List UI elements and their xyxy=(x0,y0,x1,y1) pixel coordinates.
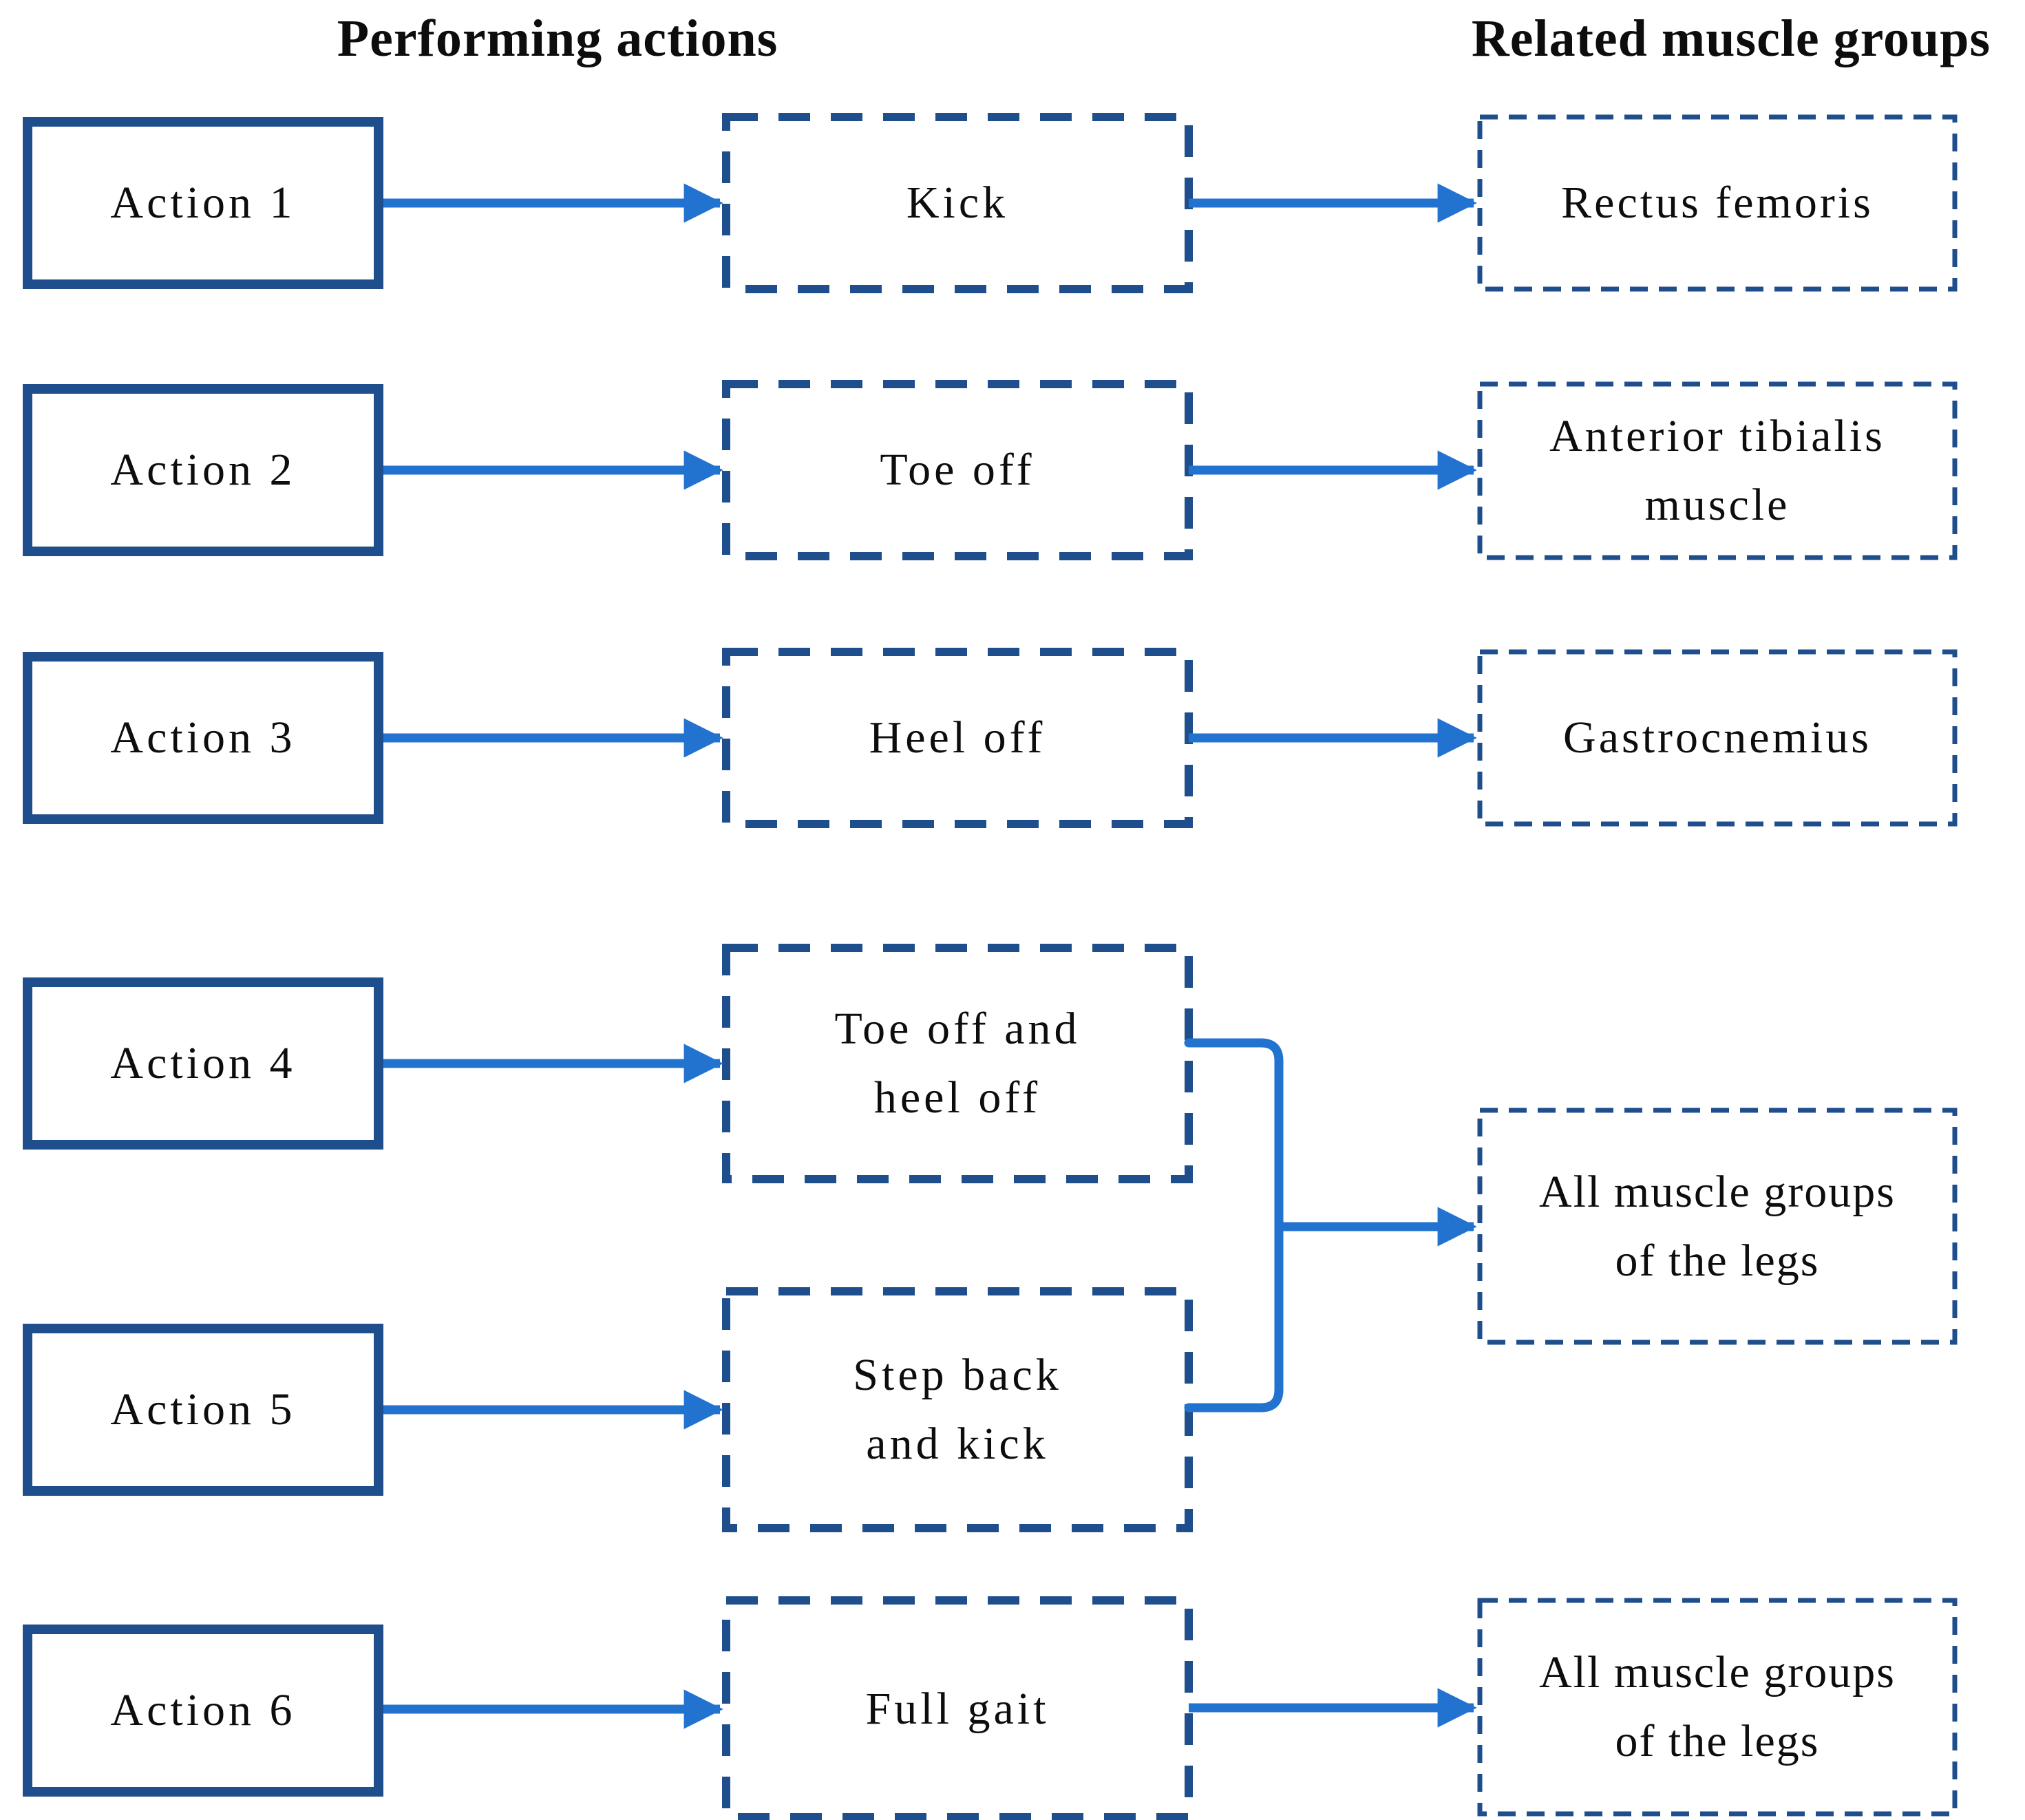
muscle-label-rectus-femoris: Rectus femoris xyxy=(1480,117,1955,289)
movement-label-full-gait-line1: Full gait xyxy=(865,1683,1050,1734)
muscle-label-all-muscle-groups-merged: All muscle groups of the legs xyxy=(1480,1110,1955,1342)
muscle-label-anterior-tibialis-line2: muscle xyxy=(1644,480,1790,530)
action-box-3-label: Action 3 xyxy=(110,712,296,763)
muscle-label-gastrocnemius-line1: Gastrocnemius xyxy=(1563,712,1872,763)
action-box-5: Action 5 xyxy=(23,1324,383,1496)
movement-label-step-back-and-kick-line2: and kick xyxy=(866,1419,1049,1469)
action-box-1: Action 1 xyxy=(23,117,383,289)
muscle-label-all-muscle-groups-full-gait-line2: of the legs xyxy=(1615,1716,1820,1766)
action-box-1-label: Action 1 xyxy=(110,178,296,228)
action-box-2-label: Action 2 xyxy=(110,445,296,495)
movement-label-step-back-and-kick-line1: Step back xyxy=(853,1350,1062,1400)
action-box-4-label: Action 4 xyxy=(110,1038,296,1088)
movement-label-toe-off-and-heel-off-line2: heel off xyxy=(873,1072,1041,1123)
movement-box-outline-full-gait xyxy=(722,1596,1193,1820)
movement-label-full-gait: Full gait xyxy=(726,1600,1189,1817)
muscle-box-outline-rectus-femoris xyxy=(1477,114,1958,292)
movement-label-heel-off: Heel off xyxy=(726,652,1189,824)
movement-label-toe-off-and-heel-off-line1: Toe off and xyxy=(834,1004,1081,1054)
action-box-3: Action 3 xyxy=(23,652,383,824)
muscle-label-anterior-tibialis: Anterior tibialis muscle xyxy=(1480,384,1955,558)
movement-label-kick: Kick xyxy=(726,117,1189,289)
muscle-label-all-muscle-groups-full-gait: All muscle groups of the legs xyxy=(1480,1600,1955,1814)
merge-bracket-actions-4-5 xyxy=(1184,1038,1284,1412)
movement-label-heel-off-line1: Heel off xyxy=(869,712,1046,763)
action-box-6: Action 6 xyxy=(23,1625,383,1797)
muscle-label-gastrocnemius: Gastrocnemius xyxy=(1480,652,1955,824)
action-box-6-label: Action 6 xyxy=(110,1685,296,1735)
muscle-box-outline-all-muscle-groups-merged xyxy=(1477,1108,1958,1345)
movement-label-kick-line1: Kick xyxy=(906,178,1009,228)
action-box-4: Action 4 xyxy=(23,977,383,1150)
movement-box-outline-toe-off-and-heel-off xyxy=(722,944,1193,1183)
movement-label-step-back-and-kick: Step back and kick xyxy=(726,1291,1189,1528)
left-column-header: Performing actions xyxy=(337,9,778,67)
muscle-label-anterior-tibialis-line1: Anterior tibialis xyxy=(1549,411,1885,461)
movement-label-toe-off: Toe off xyxy=(726,384,1189,556)
muscle-box-outline-anterior-tibialis xyxy=(1477,381,1958,560)
right-column-header: Related muscle groups xyxy=(1471,9,1991,67)
movement-label-toe-off-line1: Toe off xyxy=(880,445,1035,495)
movement-label-toe-off-and-heel-off: Toe off and heel off xyxy=(726,948,1189,1179)
action-box-2: Action 2 xyxy=(23,384,383,556)
action-box-5-label: Action 5 xyxy=(110,1384,296,1435)
muscle-box-outline-all-muscle-groups-full-gait xyxy=(1477,1598,1958,1817)
muscle-label-all-muscle-groups-merged-line1: All muscle groups xyxy=(1539,1166,1896,1217)
muscle-label-all-muscle-groups-merged-line2: of the legs xyxy=(1615,1235,1820,1286)
muscle-label-rectus-femoris-line1: Rectus femoris xyxy=(1561,178,1874,228)
muscle-label-all-muscle-groups-full-gait-line1: All muscle groups xyxy=(1539,1647,1896,1697)
muscle-box-outline-gastrocnemius xyxy=(1477,649,1958,827)
